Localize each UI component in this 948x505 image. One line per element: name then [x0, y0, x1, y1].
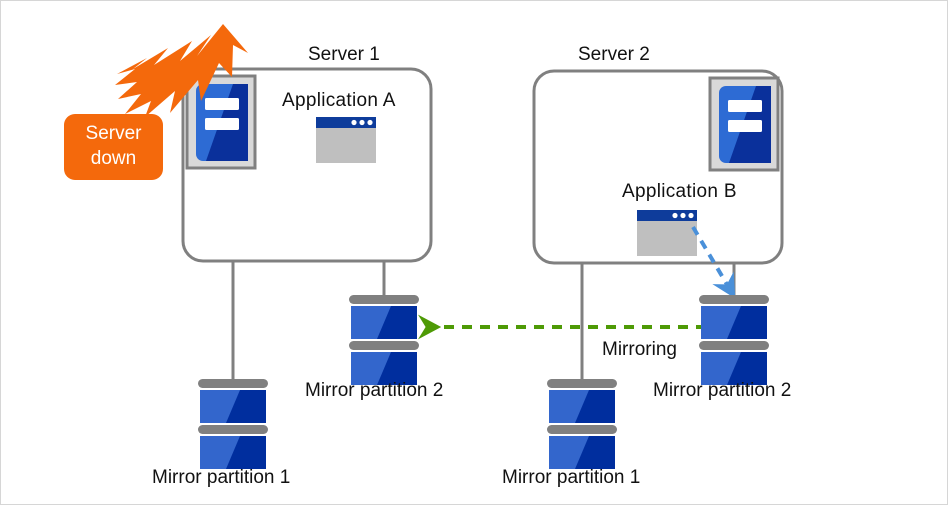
mirror-partition-2-left-label: Mirror partition 2	[305, 380, 444, 401]
disk-partition-icon-s2-mp1	[547, 379, 617, 469]
status-badge-server-down	[64, 114, 163, 180]
server1-title: Server 1	[308, 44, 380, 65]
mirror-partition-1-left-label: Mirror partition 1	[152, 467, 291, 488]
mirror-partition-1-right-label: Mirror partition 1	[502, 467, 641, 488]
application-window-icon-a	[316, 117, 376, 163]
application-window-icon-b	[637, 210, 697, 256]
server2-title: Server 2	[578, 44, 650, 65]
server-rack-icon-1	[185, 74, 257, 170]
app-to-disk-arrow-icon	[691, 225, 736, 299]
server1-connectors	[231, 261, 386, 381]
server-rack-icon-2	[708, 76, 780, 172]
failure-burst-icon	[115, 24, 248, 117]
application-b-label: Application B	[622, 181, 737, 202]
disk-partition-icon-s2-mp2	[699, 295, 769, 385]
mirror-partition-2-right-label: Mirror partition 2	[653, 380, 792, 401]
mirroring-label: Mirroring	[602, 339, 677, 360]
disk-partition-icon-s1-mp1	[198, 379, 268, 469]
application-a-label: Application A	[282, 90, 396, 111]
disk-partition-icon-s1-mp2	[349, 295, 419, 385]
